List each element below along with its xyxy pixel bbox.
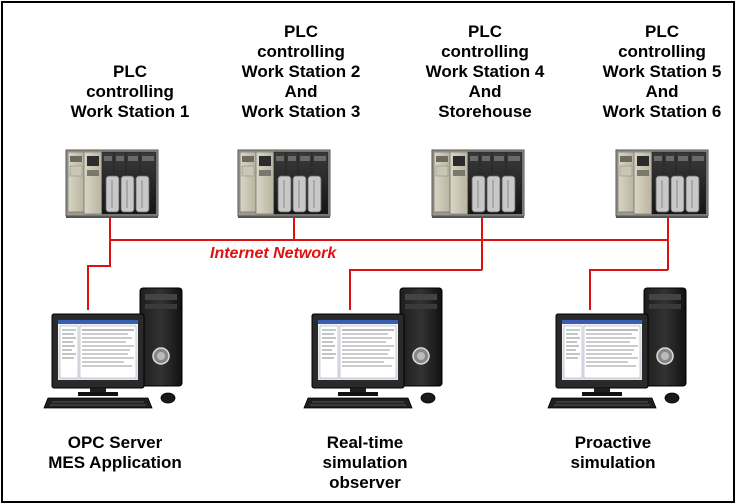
plc-label-2-line-1: PLC xyxy=(284,22,318,41)
plc-label-2-line-2: controlling xyxy=(257,42,345,61)
pc-1-link xyxy=(87,240,111,310)
desktop-computer-icon xyxy=(303,287,443,409)
pc-2-link xyxy=(349,269,482,310)
plc-label-2-line-4: And xyxy=(284,82,318,101)
plc-label-3-line-1: PLC xyxy=(468,22,502,41)
plc-label-3-line-2: controlling xyxy=(441,42,529,61)
plc-rack-icon xyxy=(431,149,525,219)
plc-label-1-line-2: controlling xyxy=(86,82,174,101)
plc-label-4-line-3: Work Station 5 xyxy=(602,62,722,81)
plc-rack-icon xyxy=(65,149,159,219)
pc-label-1-line-1: OPC Server xyxy=(67,433,163,452)
network-lines xyxy=(87,218,669,310)
plc-label-4-line-4: And xyxy=(645,82,679,101)
desktop-computer-icon xyxy=(547,287,687,409)
plc-rack-icon xyxy=(237,149,331,219)
pc-label-3: Proactive simulation xyxy=(548,433,678,473)
plc-label-4: PLC controlling Work Station 5 And Work … xyxy=(590,22,734,122)
pc-3-link xyxy=(589,269,668,310)
pc-label-2-line-3: observer xyxy=(329,473,401,492)
pc-label-3-line-1: Proactive xyxy=(574,433,652,452)
plc-label-2: PLC controlling Work Station 2 And Work … xyxy=(226,22,376,122)
plc-label-4-line-1: PLC xyxy=(645,22,679,41)
desktop-computer-icon xyxy=(43,287,183,409)
plc-label-3: PLC controlling Work Station 4 And Store… xyxy=(410,22,560,122)
pc-label-2-line-1: Real-time xyxy=(326,433,404,452)
plc-label-1: PLC controlling Work Station 1 xyxy=(60,62,200,122)
pc-label-1-line-2: MES Application xyxy=(48,453,182,472)
pc-label-2: Real-time simulation observer xyxy=(300,433,430,493)
pc-label-2-line-2: simulation xyxy=(322,453,408,472)
network-label: Internet Network xyxy=(210,245,337,262)
plc-label-3-line-5: Storehouse xyxy=(438,102,532,121)
plc-label-4-line-5: Work Station 6 xyxy=(602,102,722,121)
plc-label-2-line-5: Work Station 3 xyxy=(241,102,361,121)
plc-rack-icon xyxy=(615,149,709,219)
pc-label-1: OPC Server MES Application xyxy=(20,433,210,473)
plc-label-3-line-3: Work Station 4 xyxy=(425,62,545,81)
pc-label-3-line-2: simulation xyxy=(570,453,656,472)
plc-label-1-line-3: Work Station 1 xyxy=(70,102,190,121)
plc-label-2-line-3: Work Station 2 xyxy=(241,62,361,81)
plc-label-1-line-1: PLC xyxy=(113,62,147,81)
plc-label-4-line-2: controlling xyxy=(618,42,706,61)
plc-label-3-line-4: And xyxy=(468,82,502,101)
